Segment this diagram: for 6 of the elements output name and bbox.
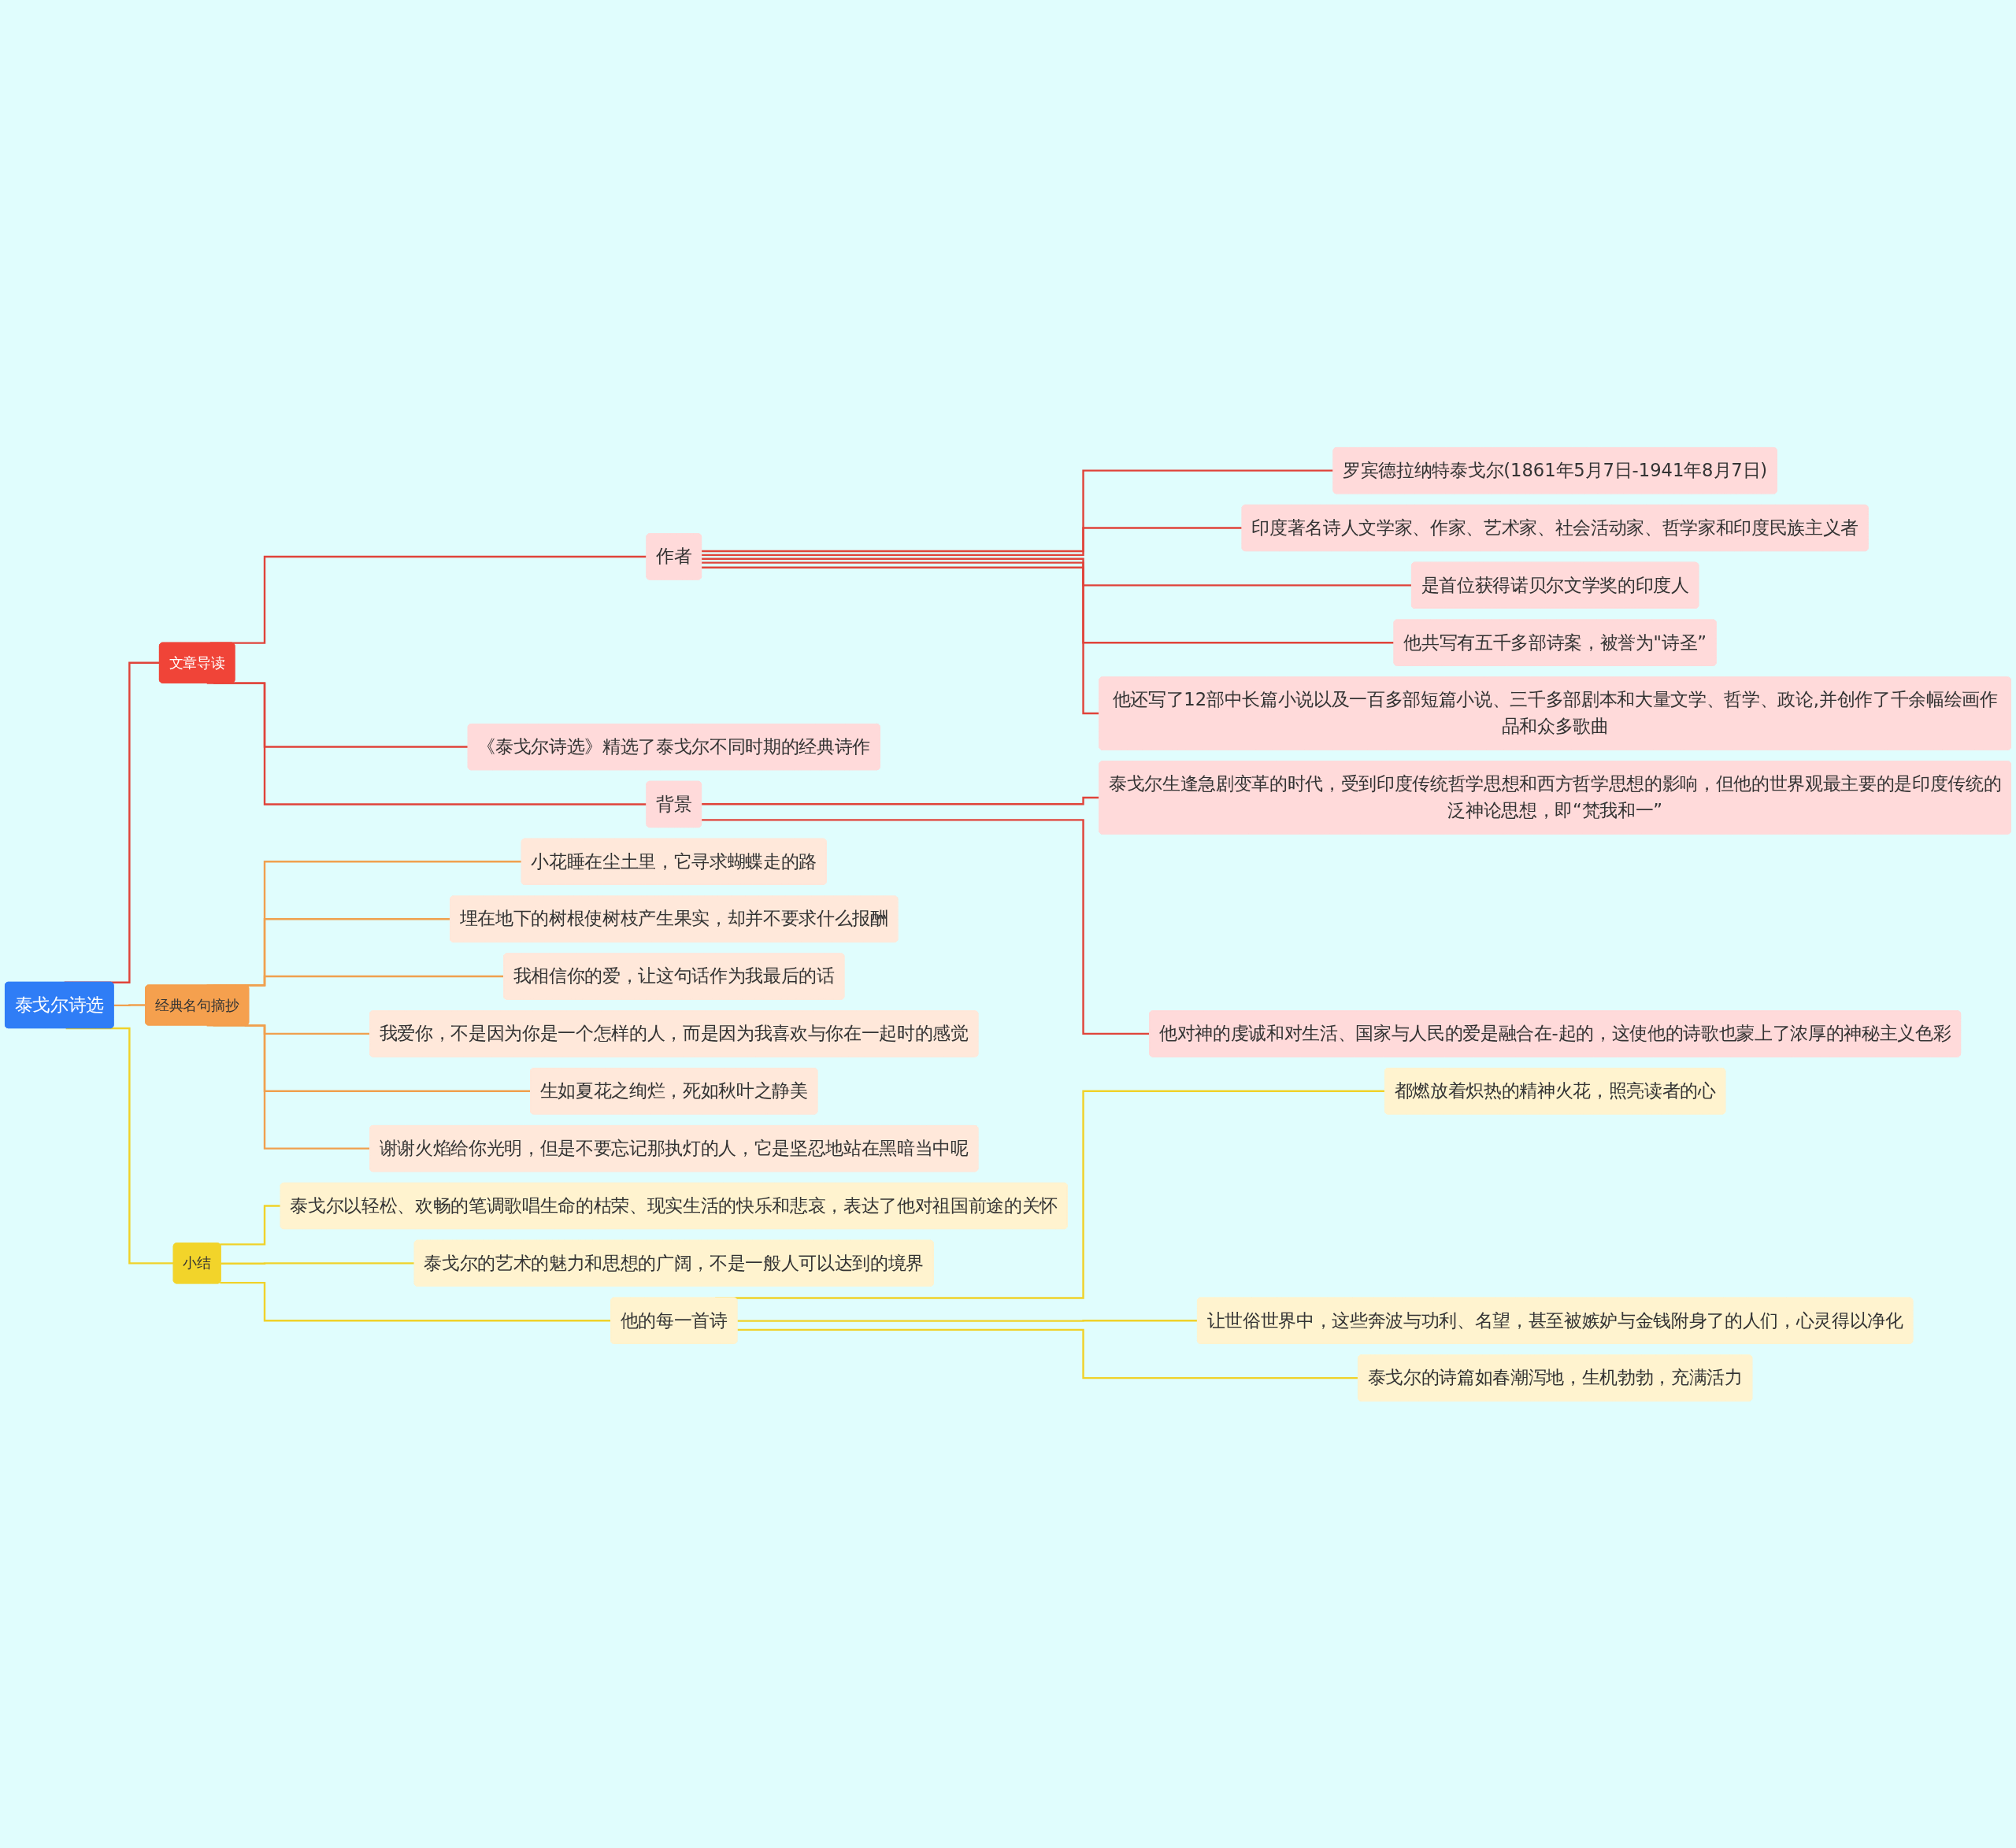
connector: [702, 526, 1243, 556]
connector: [65, 1027, 175, 1265]
connector: [220, 1204, 282, 1246]
connector: [702, 469, 1335, 552]
connector: [702, 561, 1395, 644]
connector: [220, 1261, 416, 1265]
